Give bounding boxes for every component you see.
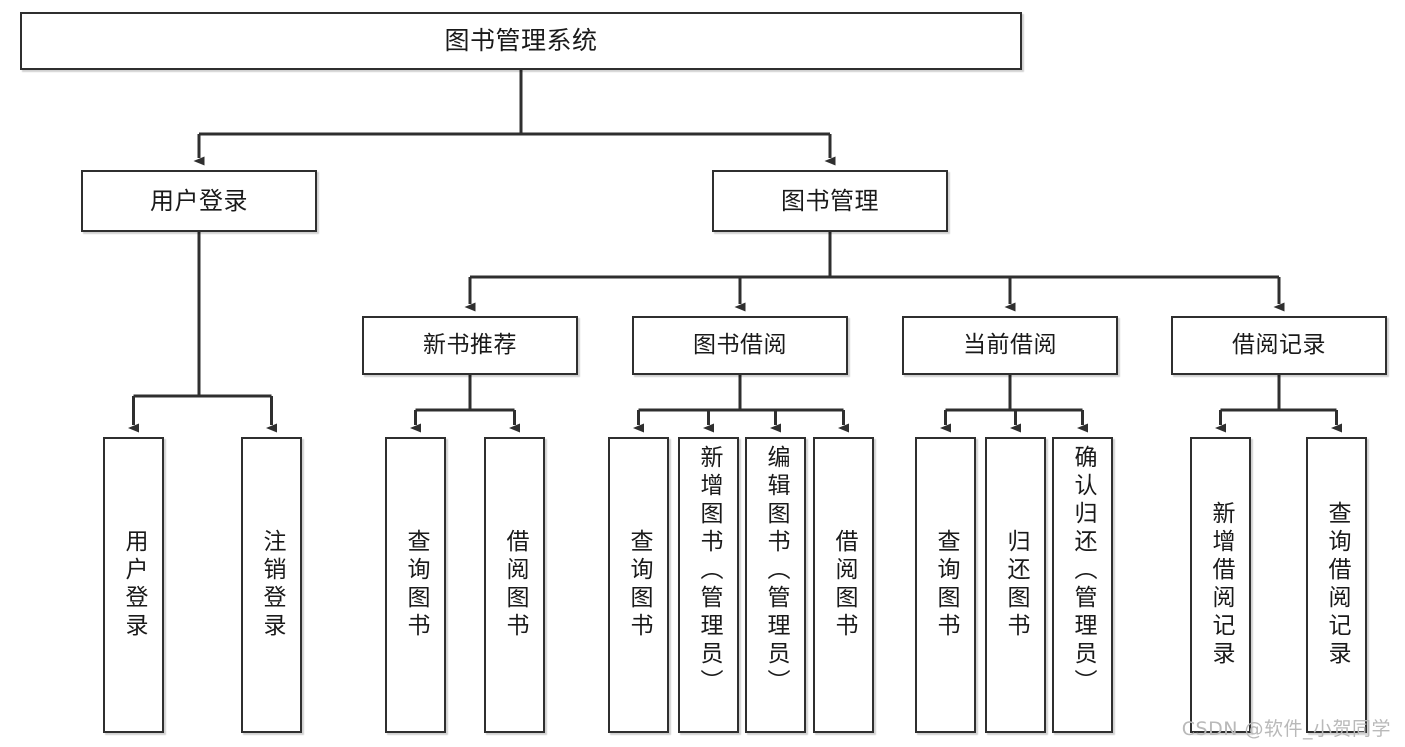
node-label: 图书管理 — [781, 186, 879, 215]
node-leaf-query-borrow-record[interactable]: 查询借阅记录 — [1306, 437, 1367, 733]
node-label: 借阅图书 — [502, 529, 528, 641]
node-label: 借阅图书 — [831, 529, 857, 641]
node-leaf-query-book-borrow[interactable]: 查询图书 — [608, 437, 669, 733]
node-current-borrow[interactable]: 当前借阅 — [902, 316, 1118, 375]
node-label: 查询图书 — [403, 529, 429, 641]
node-leaf-add-book-admin[interactable]: 新增图书（管理员） — [678, 437, 739, 733]
node-leaf-borrow-book[interactable]: 借阅图书 — [813, 437, 874, 733]
node-new-book-recommendation[interactable]: 新书推荐 — [362, 316, 578, 375]
node-label: 新增图书（管理员） — [696, 445, 722, 697]
node-label: 查询图书 — [933, 529, 959, 641]
node-label: 用户登录 — [150, 186, 248, 215]
node-book-management[interactable]: 图书管理 — [712, 170, 948, 232]
node-label: 图书借阅 — [693, 331, 787, 358]
node-label: 查询借阅记录 — [1324, 501, 1350, 669]
node-label: 归还图书 — [1003, 529, 1029, 641]
node-label: 新增借阅记录 — [1208, 501, 1234, 669]
node-label: 查询图书 — [626, 529, 652, 641]
node-leaf-user-logout[interactable]: 注销登录 — [241, 437, 302, 733]
node-leaf-query-book-current[interactable]: 查询图书 — [915, 437, 976, 733]
node-label: 新书推荐 — [423, 331, 517, 358]
node-label: 用户登录 — [121, 529, 147, 641]
node-label: 图书管理系统 — [444, 26, 598, 55]
node-label: 借阅记录 — [1232, 331, 1326, 358]
node-user-login[interactable]: 用户登录 — [81, 170, 317, 232]
node-leaf-return-book[interactable]: 归还图书 — [985, 437, 1046, 733]
node-leaf-confirm-return-admin[interactable]: 确认归还（管理员） — [1052, 437, 1113, 733]
node-leaf-borrow-book-rec[interactable]: 借阅图书 — [484, 437, 545, 733]
node-label: 当前借阅 — [963, 331, 1057, 358]
node-leaf-edit-book-admin[interactable]: 编辑图书（管理员） — [745, 437, 806, 733]
node-label: 注销登录 — [259, 529, 285, 641]
node-leaf-add-borrow-record[interactable]: 新增借阅记录 — [1190, 437, 1251, 733]
node-book-borrow[interactable]: 图书借阅 — [632, 316, 848, 375]
node-leaf-query-book-rec[interactable]: 查询图书 — [385, 437, 446, 733]
node-label: 确认归还（管理员） — [1070, 445, 1096, 697]
node-borrow-record[interactable]: 借阅记录 — [1171, 316, 1387, 375]
node-leaf-user-login[interactable]: 用户登录 — [103, 437, 164, 733]
node-label: 编辑图书（管理员） — [763, 445, 789, 697]
node-root-book-management-system[interactable]: 图书管理系统 — [20, 12, 1022, 70]
